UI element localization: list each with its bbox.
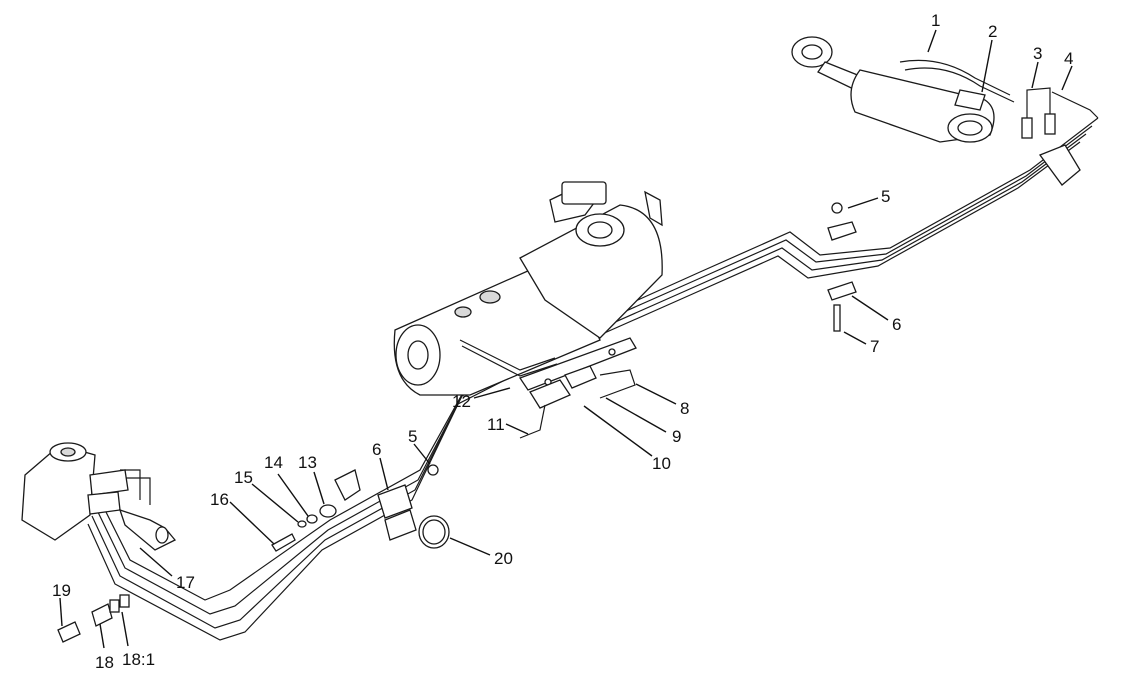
callout-6-rear: 6 (892, 315, 901, 334)
front-tube-clamp (271, 464, 439, 552)
callout-labels: 1 2 3 4 5 6 7 8 9 10 11 12 5 6 13 14 15 … (52, 11, 1073, 672)
callout-9: 9 (672, 427, 681, 446)
callout-8: 8 (680, 399, 689, 418)
hydraulic-cylinder (791, 36, 1099, 186)
rear-tube-clamp (827, 202, 857, 332)
callout-20: 20 (494, 549, 513, 568)
front-control-valve (21, 442, 177, 551)
callout-14: 14 (264, 453, 283, 472)
callout-13: 13 (298, 453, 317, 472)
callout-12: 12 (452, 392, 471, 411)
callout-2: 2 (988, 22, 997, 41)
callout-5-rear: 5 (881, 187, 890, 206)
callout-19: 19 (52, 581, 71, 600)
callout-15: 15 (234, 468, 253, 487)
callout-4: 4 (1064, 49, 1073, 68)
hose-clamp (418, 515, 450, 549)
callout-18-1: 18:1 (122, 650, 155, 669)
callout-6-front: 6 (372, 440, 381, 459)
callout-11: 11 (487, 415, 505, 434)
callout-18: 18 (95, 653, 114, 672)
callout-3: 3 (1033, 44, 1042, 63)
callout-17: 17 (176, 573, 195, 592)
callout-7: 7 (870, 337, 879, 356)
loose-fittings (57, 594, 130, 643)
callout-10: 10 (652, 454, 671, 473)
callout-16: 16 (210, 490, 229, 509)
callout-5-front: 5 (408, 427, 417, 446)
leader-lines (59, 29, 1073, 649)
manifold-bracket (519, 337, 637, 439)
pump-motor-assembly (393, 181, 663, 396)
callout-1: 1 (931, 11, 940, 30)
tube-line-d (87, 141, 1081, 641)
